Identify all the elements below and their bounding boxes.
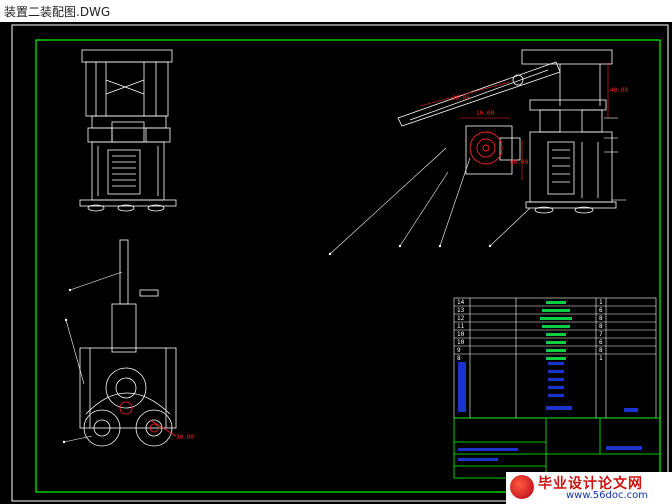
site-logo-icon bbox=[510, 475, 534, 499]
gear-detail bbox=[469, 131, 503, 165]
dim-label: 20.00 bbox=[452, 95, 470, 102]
part-name-marks bbox=[458, 301, 642, 461]
parts-list-numbers: 14 13 12 11 10 10 9 8 1 6 8 8 7 6 8 1 bbox=[457, 299, 603, 362]
window-titlebar: 装置二装配图.DWG bbox=[0, 0, 672, 23]
top-view bbox=[79, 239, 177, 447]
watermark: 毕业设计论文网 www.56doc.com bbox=[506, 472, 672, 504]
window-title: 装置二装配图.DWG bbox=[4, 5, 111, 19]
part-qty: 1 bbox=[599, 355, 603, 362]
dim-label: 40.00 bbox=[610, 87, 628, 94]
cad-drawing-canvas[interactable]: 20.00 10.00 40.00 40.00 bbox=[0, 22, 672, 504]
drawing-border bbox=[35, 39, 661, 493]
leader-lines bbox=[63, 117, 626, 443]
front-view bbox=[79, 49, 177, 212]
part-number: 13 bbox=[457, 307, 465, 314]
part-number: 14 bbox=[457, 299, 465, 306]
part-qty: 8 bbox=[599, 347, 603, 354]
part-qty: 6 bbox=[599, 307, 603, 314]
part-qty: 1 bbox=[599, 299, 603, 306]
part-number: 11 bbox=[457, 323, 465, 330]
part-qty: 7 bbox=[599, 331, 603, 338]
part-qty: 8 bbox=[599, 323, 603, 330]
callout-markers bbox=[62, 244, 492, 444]
part-number: 12 bbox=[457, 315, 465, 322]
dim-label: 40.00 bbox=[510, 159, 528, 166]
side-view bbox=[397, 49, 617, 214]
top-view-red bbox=[119, 401, 177, 437]
part-qty: 6 bbox=[599, 339, 603, 346]
part-number: 8 bbox=[457, 355, 461, 362]
side-view-dim-labels: 20.00 10.00 40.00 40.00 bbox=[452, 87, 628, 166]
outer-frame bbox=[11, 24, 669, 502]
parts-list bbox=[453, 297, 657, 419]
watermark-title: 毕业设计论文网 bbox=[538, 476, 643, 492]
dim-label: 30.00 bbox=[176, 434, 194, 441]
cad-drawing: 20.00 10.00 40.00 40.00 bbox=[11, 24, 669, 502]
side-view-dimensions bbox=[419, 62, 609, 180]
part-number: 10 bbox=[457, 339, 465, 346]
part-number: 10 bbox=[457, 331, 465, 338]
part-qty: 8 bbox=[599, 315, 603, 322]
part-number: 9 bbox=[457, 347, 461, 354]
watermark-url: www.56doc.com bbox=[566, 490, 649, 501]
dim-label: 10.00 bbox=[476, 110, 494, 117]
